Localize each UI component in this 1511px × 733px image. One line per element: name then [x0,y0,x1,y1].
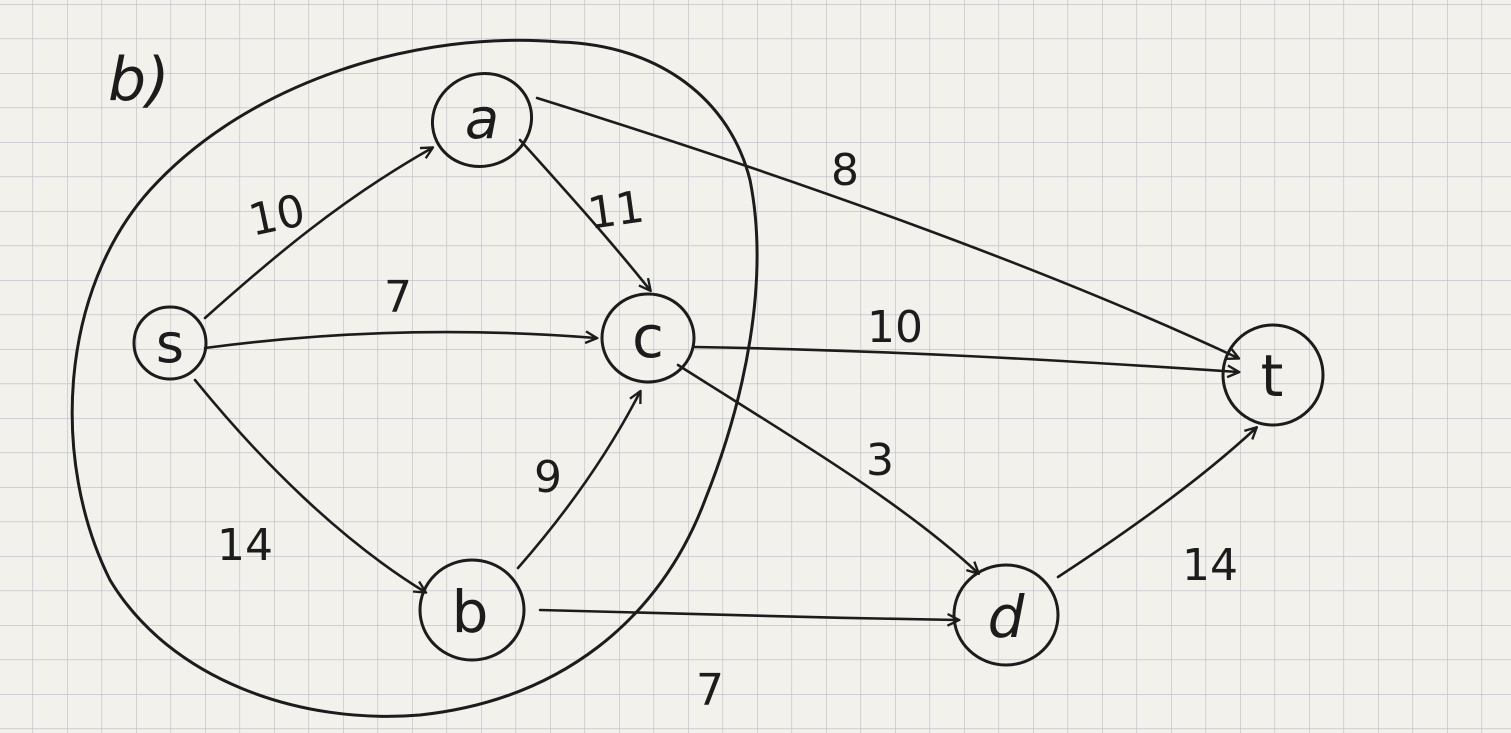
capacity-d-t: 14 [1182,540,1238,591]
node-group: s a b c d t [132,72,1325,667]
capacity-b-d: 7 [696,665,724,716]
edge-b-d [538,608,958,620]
edge-s-a [203,148,432,320]
edge-d-t [1056,428,1256,579]
cut-boundary [70,38,759,718]
capacity-c-t: 10 [867,302,923,353]
edge-a-c [518,138,650,290]
capacity-c-d: 3 [866,435,894,486]
edge-s-c [203,332,596,350]
node-label-a: a [465,87,499,152]
node-label-s: s [156,312,184,375]
node-label-b: b [452,578,489,646]
edge-group [193,96,1256,620]
edge-s-b [193,378,425,592]
node-d: d [952,563,1060,667]
capacity-s-a: 10 [244,185,309,247]
capacity-labels: 10 7 14 11 8 9 7 10 3 14 [217,145,1238,716]
node-c: c [600,292,696,384]
edge-b-c [516,392,640,570]
capacity-b-c: 9 [534,452,562,503]
capacity-a-t: 8 [831,145,859,196]
part-label: b) [108,45,170,115]
node-a: a [430,72,534,168]
node-s: s [132,305,208,381]
node-label-t: t [1261,342,1284,410]
capacity-a-c: 11 [585,181,648,239]
edge-c-t [693,345,1238,372]
node-t: t [1221,323,1325,427]
node-label-d: d [988,583,1026,651]
capacity-s-b: 14 [217,520,273,571]
edge-a-t [535,96,1238,358]
node-b: b [418,558,526,662]
node-label-c: c [632,303,664,371]
edge-c-d [676,363,978,573]
capacity-s-c: 7 [384,272,412,323]
